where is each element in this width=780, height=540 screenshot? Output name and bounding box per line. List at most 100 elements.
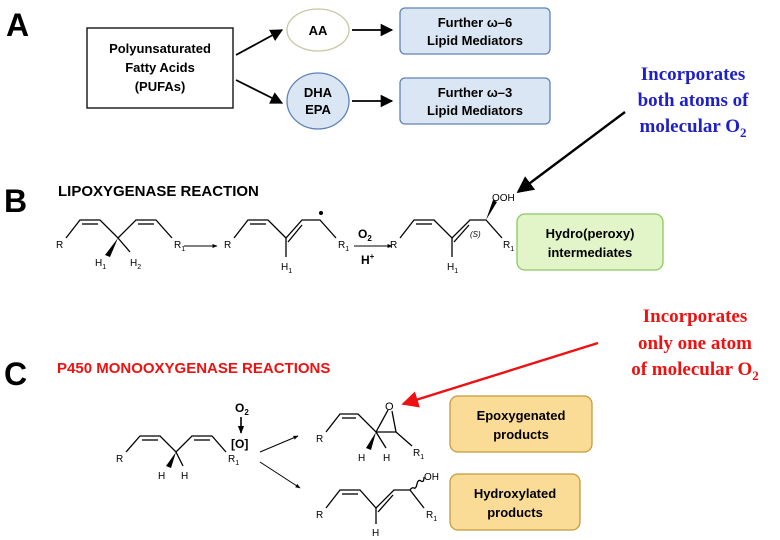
hydroxy-box: Hydroxylated products bbox=[449, 473, 581, 531]
note-both-line1: Incorporates bbox=[641, 64, 745, 85]
lox-reagent-o2-text: O bbox=[358, 227, 367, 241]
omega3-label-line2: Lipid Mediators bbox=[427, 103, 523, 118]
p450-substrate-h-right: H bbox=[181, 471, 188, 482]
lox-product-h1-sub: 1 bbox=[454, 268, 458, 275]
p450-reagent-o2-sub: 2 bbox=[244, 408, 249, 417]
panel-label-a: A bbox=[6, 7, 29, 43]
lox-substrate-structure bbox=[65, 219, 173, 253]
note-both-line3-text: molecular O bbox=[640, 116, 740, 137]
dha-label: DHA bbox=[304, 85, 333, 100]
epoxide-h-right: H bbox=[383, 453, 390, 464]
aa-label: AA bbox=[309, 23, 328, 38]
lox-radical-r1: R1 bbox=[338, 240, 349, 253]
radical-dot bbox=[319, 211, 323, 215]
lox-substrate-r1: R1 bbox=[174, 240, 185, 253]
lox-reagent-o2-sub: 2 bbox=[367, 234, 372, 243]
hydroxide-r1-text: R bbox=[426, 510, 433, 521]
hydroperoxy-label-line1: Hydro(peroxy) bbox=[546, 226, 635, 241]
lox-product-h1-text: H bbox=[447, 262, 454, 273]
arrow-to-epoxide bbox=[259, 435, 299, 453]
note-both-atoms: Incorporates both atoms of molecular O2 bbox=[638, 64, 750, 140]
lox-radical-r1-sub: 1 bbox=[345, 246, 349, 253]
epoxide-h-left: H bbox=[358, 453, 365, 464]
omega6-label-line1: Further ω–6 bbox=[438, 15, 513, 30]
lox-substrate-r1-text: R bbox=[174, 240, 181, 251]
lox-substrate-h2: H2 bbox=[130, 258, 141, 271]
note-one-line1: Incorporates bbox=[643, 306, 747, 327]
hydroxide-r1: R1 bbox=[426, 510, 437, 523]
note-one-subscript: 2 bbox=[752, 368, 759, 383]
epoxide-structure bbox=[325, 409, 413, 449]
lox-radical-structure bbox=[233, 219, 337, 257]
note-one-line2: only one atom bbox=[638, 333, 752, 354]
hydroxide-r1-sub: 1 bbox=[433, 516, 437, 523]
aa-node: AA bbox=[286, 8, 350, 52]
note-both-line3: molecular O2 bbox=[640, 116, 747, 140]
p450-substrate-r1-sub: 1 bbox=[235, 460, 239, 467]
omega6-label-line2: Lipid Mediators bbox=[427, 33, 523, 48]
lox-radical-r1-text: R bbox=[338, 240, 345, 251]
omega3-label-line1: Further ω–3 bbox=[438, 85, 513, 100]
p450-substrate-structure bbox=[125, 435, 227, 467]
lox-product-r1-sub: 1 bbox=[510, 246, 514, 253]
omega6-box: Further ω–6 Lipid Mediators bbox=[399, 7, 551, 55]
omega3-box: Further ω–3 Lipid Mediators bbox=[399, 77, 551, 125]
lox-product-r1-text: R bbox=[503, 240, 510, 251]
panel-label-c: C bbox=[4, 356, 27, 392]
lox-substrate-h1-sub: 1 bbox=[102, 264, 106, 271]
note-both-line2: both atoms of bbox=[638, 90, 750, 111]
epoxide-oxygen: O bbox=[385, 401, 394, 413]
dha-epa-node: DHA EPA bbox=[286, 72, 350, 130]
pufa-box: Polyunsaturated Fatty Acids (PUFAs) bbox=[86, 27, 234, 109]
lox-product-ooh: OOH bbox=[492, 193, 515, 204]
lox-product-h1: H1 bbox=[447, 262, 458, 275]
epoxy-label-line2: products bbox=[493, 427, 549, 442]
note-one-line3-text: of molecular O bbox=[631, 359, 752, 380]
p450-substrate-r1-text: R bbox=[228, 454, 235, 465]
lox-product-structure bbox=[399, 219, 503, 257]
hydroxide-oh: OH bbox=[424, 472, 439, 483]
note-one-line3: of molecular O2 bbox=[631, 359, 759, 383]
note-both-subscript: 2 bbox=[740, 125, 747, 140]
note-one-atom: Incorporates only one atom of molecular … bbox=[631, 306, 759, 383]
lox-product-wedge-bond bbox=[486, 200, 497, 220]
lox-title: LIPOXYGENASE REACTION bbox=[58, 183, 259, 200]
lox-product-r1: R1 bbox=[503, 240, 514, 253]
lox-reagent-h-text: H bbox=[361, 253, 370, 267]
arrow-note-to-epoxide bbox=[401, 341, 599, 408]
hydroperoxy-label-line2: intermediates bbox=[548, 245, 633, 260]
p450-substrate-h-left: H bbox=[158, 471, 165, 482]
lox-radical-h1-sub: 1 bbox=[288, 268, 292, 275]
lox-product-r: R bbox=[390, 240, 397, 251]
panel-label-b: B bbox=[4, 183, 27, 219]
pufa-label-line1: Polyunsaturated bbox=[109, 41, 211, 56]
pufa-label-line3: (PUFAs) bbox=[135, 79, 186, 94]
p450-reagent-o2: O2 bbox=[235, 401, 249, 417]
epoxide-r: R bbox=[316, 434, 323, 445]
lox-radical-h1: H1 bbox=[281, 262, 292, 275]
epoxide-r1: R1 bbox=[413, 448, 424, 461]
lox-radical-r: R bbox=[224, 240, 231, 251]
lox-reagent-o2: O2 bbox=[358, 227, 372, 243]
epoxy-label-line1: Epoxygenated bbox=[477, 408, 566, 423]
epoxide-r1-sub: 1 bbox=[420, 454, 424, 461]
p450-reagent-o: [O] bbox=[231, 437, 248, 451]
hydroperoxy-box: Hydro(peroxy) intermediates bbox=[516, 213, 664, 271]
hydroxide-h: H bbox=[372, 528, 379, 539]
lox-reagent-h: H+ bbox=[361, 252, 375, 267]
lox-substrate-h1: H1 bbox=[95, 258, 106, 271]
hydroxy-label-line1: Hydroxylated bbox=[474, 486, 556, 501]
arrow-note-to-ooh bbox=[516, 111, 626, 194]
hydroxide-r: R bbox=[316, 510, 323, 521]
epa-label: EPA bbox=[305, 102, 331, 117]
epoxide-r1-text: R bbox=[413, 448, 420, 459]
lox-substrate-r: R bbox=[56, 240, 63, 251]
lox-radical-h1-text: H bbox=[281, 262, 288, 273]
lox-substrate-h1-text: H bbox=[95, 258, 102, 269]
p450-substrate-wedge-bond bbox=[166, 452, 176, 468]
lox-product-stereo: (S) bbox=[470, 230, 481, 239]
lox-substrate-wedge-bond bbox=[105, 238, 118, 257]
p450-title: P450 MONOOXYGENASE REACTIONS bbox=[57, 360, 330, 377]
p450-reagent-o2-text: O bbox=[235, 401, 244, 415]
